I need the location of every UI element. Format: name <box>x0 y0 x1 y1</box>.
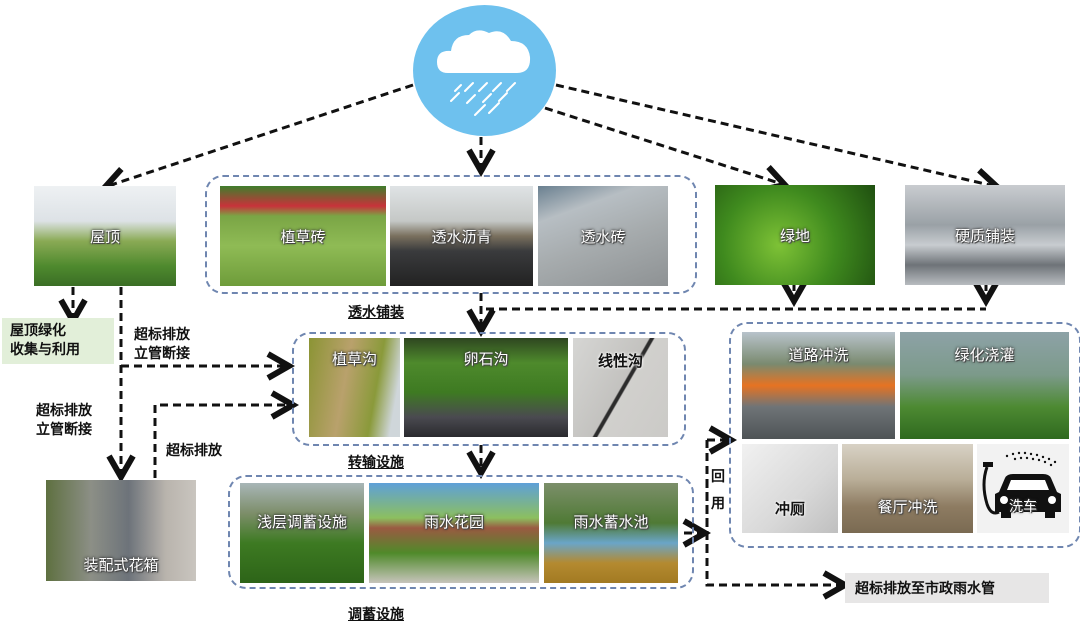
photo-green-space: 绿地 <box>715 185 875 285</box>
restaurant-washing-label: 餐厅冲洗 <box>877 498 938 516</box>
photo-irrigation: 绿化浇灌 <box>900 332 1069 439</box>
shallow-storage-label: 浅层调蓄设施 <box>256 513 347 531</box>
overflow-label: 超标排放 <box>166 443 222 459</box>
arrow-to-municipal <box>705 480 842 585</box>
permeable-paving-group <box>205 175 697 294</box>
overflow-disconnect-label-1: 超标排放立管断接 <box>134 327 190 362</box>
roof-label: 屋顶 <box>89 227 120 246</box>
hard-paving-label: 硬质铺装 <box>954 226 1015 245</box>
photo-rain-tank: 雨水蓄水池 <box>544 483 678 583</box>
photo-permeable-brick: 透水砖 <box>538 186 668 286</box>
car-washing-label: 洗车 <box>1009 499 1037 515</box>
green-space-label: 绿地 <box>779 226 810 245</box>
photo-grass-swale: 植草沟 <box>309 338 400 437</box>
arrow-rain-to-hard <box>555 83 994 186</box>
arrow-rain-to-roof <box>108 83 414 186</box>
roof-greening-line1: 屋顶绿化 <box>10 323 66 339</box>
photo-grass-brick: 植草砖 <box>220 186 386 286</box>
permeable-brick-label: 透水砖 <box>580 227 626 246</box>
road-washing-label: 道路冲洗 <box>788 346 849 364</box>
arrow-planter-to-conveyance <box>153 405 290 478</box>
photo-restaurant-washing: 餐厅冲洗 <box>842 444 973 533</box>
rain-garden-label: 雨水花园 <box>423 513 484 531</box>
rain-tank-label: 雨水蓄水池 <box>573 513 649 531</box>
pebble-ditch-label: 卵石沟 <box>463 350 509 368</box>
linear-drain-label: 线性沟 <box>597 352 643 370</box>
photo-road-washing: 道路冲洗 <box>742 332 895 439</box>
photo-toilet-flushing: 冲厕 <box>742 444 838 533</box>
planter-box-label: 装配式花箱 <box>83 556 159 574</box>
storage-group <box>228 475 694 589</box>
storage-title: 调蓄设施 <box>348 607 404 623</box>
conveyance-group <box>292 332 686 446</box>
car-wash-icon <box>982 451 1061 518</box>
photo-rain-garden: 雨水花园 <box>369 483 539 583</box>
reuse-char-1: 回 <box>711 469 725 485</box>
photo-shallow-storage: 浅层调蓄设施 <box>240 483 364 583</box>
permeable-paving-title: 透水铺装 <box>348 305 404 321</box>
rain-cloud-icon <box>413 5 556 136</box>
reuse-char-2: 用 <box>711 496 725 512</box>
irrigation-label: 绿化浇灌 <box>954 346 1015 364</box>
conveyance-title: 转输设施 <box>348 455 404 471</box>
arrow-rain-to-green <box>544 106 782 184</box>
photo-hard-paving: 硬质铺装 <box>905 185 1065 285</box>
roof-greening-line2: 收集与利用 <box>10 342 80 358</box>
reuse-label: 回 用 <box>711 468 727 514</box>
grass-brick-label: 植草砖 <box>280 227 326 246</box>
roof-greening-box: 屋顶绿化 收集与利用 <box>2 318 114 364</box>
toilet-flushing-label: 冲厕 <box>774 500 805 518</box>
permeable-asphalt-label: 透水沥青 <box>431 227 492 246</box>
grass-swale-label: 植草沟 <box>331 350 377 368</box>
photo-car-washing: 洗车 <box>977 444 1069 533</box>
overflow-disconnect-label-2: 超标排放立管断接 <box>36 403 92 438</box>
photo-pebble-ditch: 卵石沟 <box>404 338 568 437</box>
photo-permeable-asphalt: 透水沥青 <box>390 186 533 286</box>
photo-linear-drain: 线性沟 <box>573 338 668 437</box>
photo-roof: 屋顶 <box>34 186 176 286</box>
photo-planter-box: 装配式花箱 <box>46 480 196 581</box>
municipal-overflow-box: 超标排放至市政雨水管 <box>845 573 1049 603</box>
